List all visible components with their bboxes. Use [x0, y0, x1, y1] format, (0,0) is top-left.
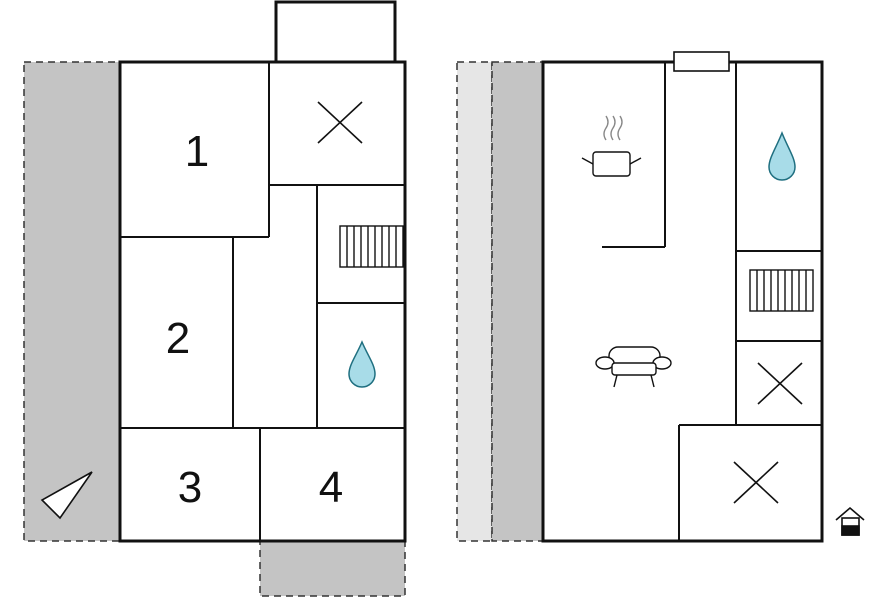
interior-walls-ground: [120, 62, 405, 541]
window: [673, 51, 730, 72]
cooking-pot-icon: [581, 115, 642, 177]
cross-icon: [317, 101, 363, 144]
balcony-dark: [491, 61, 544, 542]
outer-wall-ground: [118, 60, 407, 543]
cross-icon: [757, 362, 803, 405]
porch: [274, 0, 397, 64]
house-entrance-icon: [835, 506, 865, 536]
stairs-icon: [339, 225, 404, 268]
room-number-4: 4: [319, 463, 343, 512]
room-number-1: 1: [185, 127, 209, 176]
room-number-2: 2: [166, 314, 190, 363]
upper-floor-plan: [456, 51, 865, 543]
water-drop-icon: [768, 130, 796, 181]
compass-icon: [40, 471, 93, 520]
water-drop-icon: [348, 340, 376, 388]
stairs-icon: [749, 269, 814, 312]
sofa-icon: [595, 346, 672, 388]
ground-floor-plan: 1 2 3 4: [23, 0, 407, 597]
cross-icon: [733, 461, 779, 504]
terrace-left: [23, 61, 121, 542]
outer-wall-upper: [541, 60, 824, 543]
interior-walls-upper: [602, 62, 822, 541]
terrace-bottom: [259, 540, 406, 597]
room-number-3: 3: [178, 463, 202, 512]
balcony-light: [456, 61, 493, 542]
